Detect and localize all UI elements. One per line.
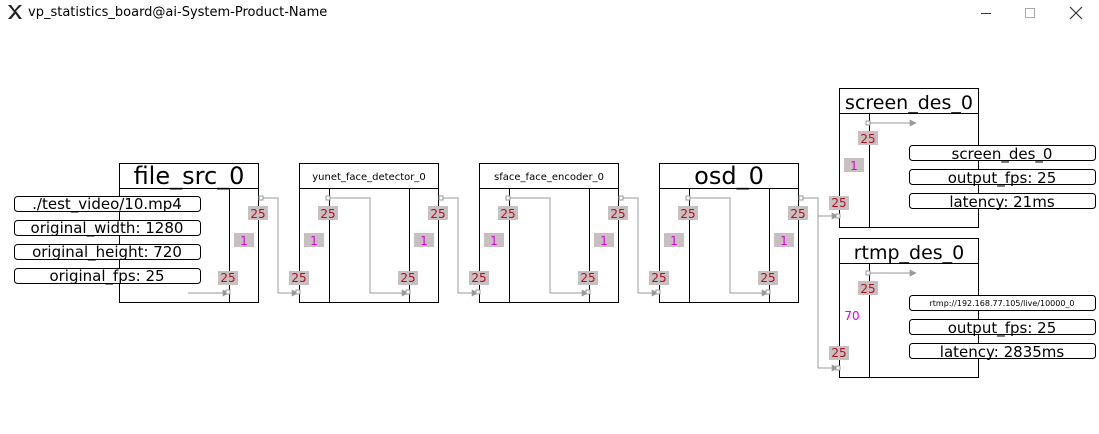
svg-text:1: 1 xyxy=(600,234,608,248)
svg-text:70: 70 xyxy=(844,309,859,323)
svg-text:25: 25 xyxy=(860,282,875,296)
edge-connector xyxy=(817,198,839,372)
svg-text:25: 25 xyxy=(220,271,235,285)
node-title: rtmp_des_0 xyxy=(854,242,965,264)
processed-badge: 25 xyxy=(498,206,518,221)
queue-badge: 1 xyxy=(234,233,254,248)
node-yunet-face-detector[interactable]: yunet_face_detector_0 25 1 25 25 1 25 xyxy=(289,163,448,303)
rtmp-des-info: rtmp://192.168.77.105/live/10000_0 outpu… xyxy=(909,295,1096,361)
x11-app-icon xyxy=(8,5,22,19)
info-line: output_fps: 25 xyxy=(948,169,1057,188)
svg-text:25: 25 xyxy=(760,271,775,285)
in-count-badge: 25 xyxy=(829,346,849,360)
edge-connector xyxy=(263,197,299,297)
svg-text:25: 25 xyxy=(500,207,515,221)
queue-badge: 1 xyxy=(844,158,864,173)
node-title: yunet_face_detector_0 xyxy=(312,172,426,183)
out-count-badge: 25 xyxy=(608,206,628,221)
svg-text:25: 25 xyxy=(471,271,486,285)
svg-text:25: 25 xyxy=(291,271,306,285)
svg-text:25: 25 xyxy=(430,207,445,221)
node-sface-face-encoder[interactable]: sface_face_encoder_0 25 1 25 25 1 25 xyxy=(469,163,628,303)
out-count-badge: 25 xyxy=(428,206,448,221)
queue-badge: 1 xyxy=(774,233,794,248)
in-count-badge: 25 xyxy=(289,271,309,285)
queue-badge: 1 xyxy=(484,233,504,248)
svg-text:25: 25 xyxy=(651,271,666,285)
title-bar[interactable]: vp_statistics_board@ai-System-Product-Na… xyxy=(0,0,1099,26)
in-count-badge: 25 xyxy=(829,196,849,210)
svg-text:25: 25 xyxy=(831,196,846,210)
in-count-badge: 25 xyxy=(649,271,669,285)
in-count-badge: 25 xyxy=(578,271,598,285)
node-osd[interactable]: osd_0 25 1 25 25 1 25 xyxy=(649,162,808,303)
edge-connector xyxy=(623,197,659,297)
maximize-button[interactable] xyxy=(1007,0,1053,26)
info-line: original_fps: 25 xyxy=(49,267,164,286)
maximize-icon xyxy=(1025,8,1035,18)
svg-text:1: 1 xyxy=(420,234,428,248)
node-title: screen_des_0 xyxy=(845,92,973,114)
processed-badge: 25 xyxy=(858,131,878,146)
svg-text:25: 25 xyxy=(250,207,265,221)
file-src-info: ./test_video/10.mp4 original_width: 1280… xyxy=(14,195,201,286)
queue-badge: 1 xyxy=(664,233,684,248)
svg-text:1: 1 xyxy=(670,234,678,248)
in-count-badge: 25 xyxy=(469,271,489,285)
svg-text:1: 1 xyxy=(780,234,788,248)
svg-text:1: 1 xyxy=(490,234,498,248)
svg-text:25: 25 xyxy=(320,207,335,221)
info-line: output_fps: 25 xyxy=(948,319,1057,338)
queue-badge: 70 xyxy=(841,308,863,323)
svg-text:25: 25 xyxy=(580,271,595,285)
svg-text:1: 1 xyxy=(310,234,318,248)
queue-badge: 1 xyxy=(304,233,324,248)
in-count-badge: 25 xyxy=(398,271,418,285)
node-title: osd_0 xyxy=(694,162,764,190)
info-line: latency: 21ms xyxy=(949,193,1055,211)
window-title: vp_statistics_board@ai-System-Product-Na… xyxy=(28,5,328,20)
info-line: rtmp://192.168.77.105/live/10000_0 xyxy=(929,299,1074,308)
queue-badge: 1 xyxy=(594,233,614,248)
svg-text:25: 25 xyxy=(860,132,875,146)
info-line: original_width: 1280 xyxy=(31,219,184,238)
edge-connector xyxy=(443,197,479,297)
close-icon xyxy=(1069,6,1083,20)
info-line: original_height: 720 xyxy=(32,243,182,262)
svg-text:25: 25 xyxy=(610,207,625,221)
node-title: sface_face_encoder_0 xyxy=(494,172,604,183)
minimize-icon xyxy=(981,13,991,14)
processed-badge: 25 xyxy=(318,206,338,221)
svg-text:25: 25 xyxy=(831,346,846,360)
svg-text:1: 1 xyxy=(240,234,248,248)
info-line: latency: 2835ms xyxy=(940,343,1065,361)
processed-badge: 25 xyxy=(858,281,878,296)
info-line: ./test_video/10.mp4 xyxy=(32,195,182,214)
screen-des-info: screen_des_0 output_fps: 25 latency: 21m… xyxy=(909,145,1096,211)
out-count-badge: 25 xyxy=(788,206,808,221)
svg-text:25: 25 xyxy=(680,207,695,221)
in-count-badge: 25 xyxy=(758,271,778,285)
processed-badge: 25 xyxy=(678,206,698,221)
node-title: file_src_0 xyxy=(134,162,245,190)
minimize-button[interactable] xyxy=(963,0,1009,26)
out-count-badge: 25 xyxy=(248,206,268,221)
in-count-badge: 25 xyxy=(218,271,238,285)
close-button[interactable] xyxy=(1053,0,1099,26)
svg-text:25: 25 xyxy=(790,207,805,221)
svg-text:1: 1 xyxy=(850,159,858,173)
queue-badge: 1 xyxy=(414,233,434,248)
info-line: screen_des_0 xyxy=(952,145,1053,164)
svg-text:25: 25 xyxy=(400,271,415,285)
